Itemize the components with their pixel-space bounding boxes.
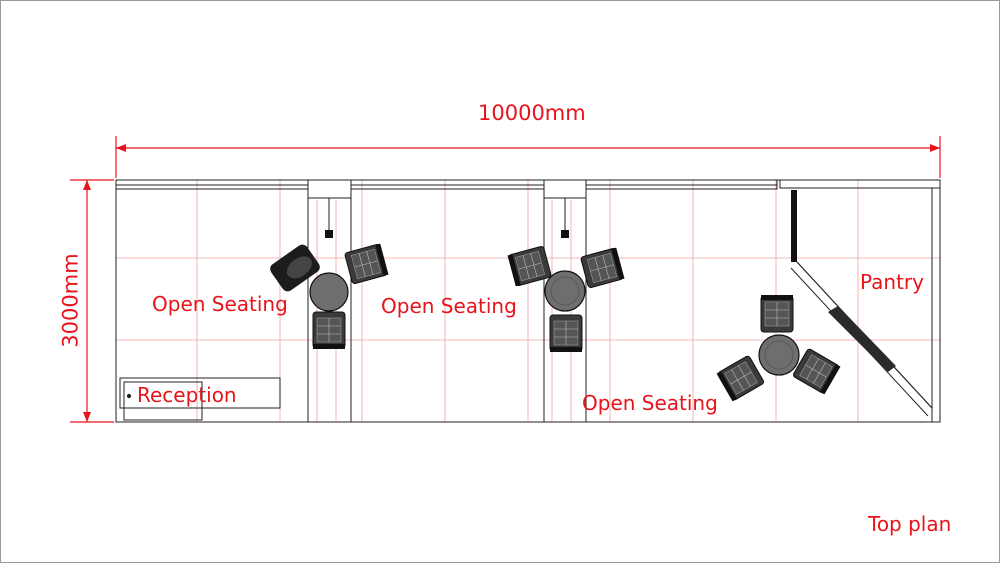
seating-group-3: [716, 294, 841, 402]
pantry-partition: [790, 190, 933, 417]
zone-label-open-seating-2: Open Seating: [381, 294, 517, 318]
seating-group-1: [270, 243, 389, 350]
pendant-lights: [325, 198, 569, 238]
height-dimension-line: [70, 179, 114, 423]
width-dimension-line: [115, 136, 941, 178]
height-dimension-label: 3000mm: [58, 253, 83, 348]
zone-label-pantry: Pantry: [860, 270, 924, 294]
reception-counter: [119, 377, 281, 421]
booth-outline: [115, 179, 941, 423]
seating-group-2: [507, 245, 625, 353]
view-title: Top plan: [868, 512, 952, 536]
zone-label-open-seating-1: Open Seating: [152, 292, 288, 316]
width-dimension-label: 10000mm: [478, 101, 586, 125]
zone-label-open-seating-3: Open Seating: [582, 391, 718, 415]
zone-label-reception: Reception: [137, 383, 237, 407]
